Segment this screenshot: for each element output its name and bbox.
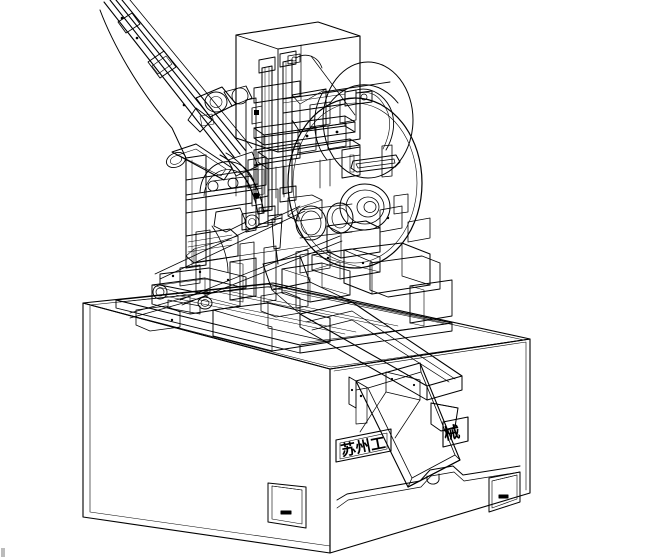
output-trough bbox=[348, 362, 461, 488]
disc-grip-handle bbox=[350, 154, 401, 173]
right-side-brackets bbox=[379, 193, 431, 243]
inclined-feed-rail bbox=[99, 0, 269, 200]
machine-base-cabinet bbox=[82, 282, 531, 554]
horizontal-cylinder bbox=[282, 89, 373, 128]
table-supports bbox=[195, 229, 309, 309]
right-foot-recess bbox=[488, 471, 521, 513]
left-foot-recess bbox=[267, 482, 307, 529]
discharge-chute bbox=[262, 255, 463, 439]
rail-knuckle-joint bbox=[187, 85, 253, 133]
pneumatic-hoses bbox=[211, 54, 395, 273]
work-table bbox=[115, 242, 453, 354]
corner-artifact bbox=[1, 548, 5, 557]
roller-drive-assembly bbox=[287, 194, 381, 259]
large-rotary-disc bbox=[267, 61, 423, 274]
